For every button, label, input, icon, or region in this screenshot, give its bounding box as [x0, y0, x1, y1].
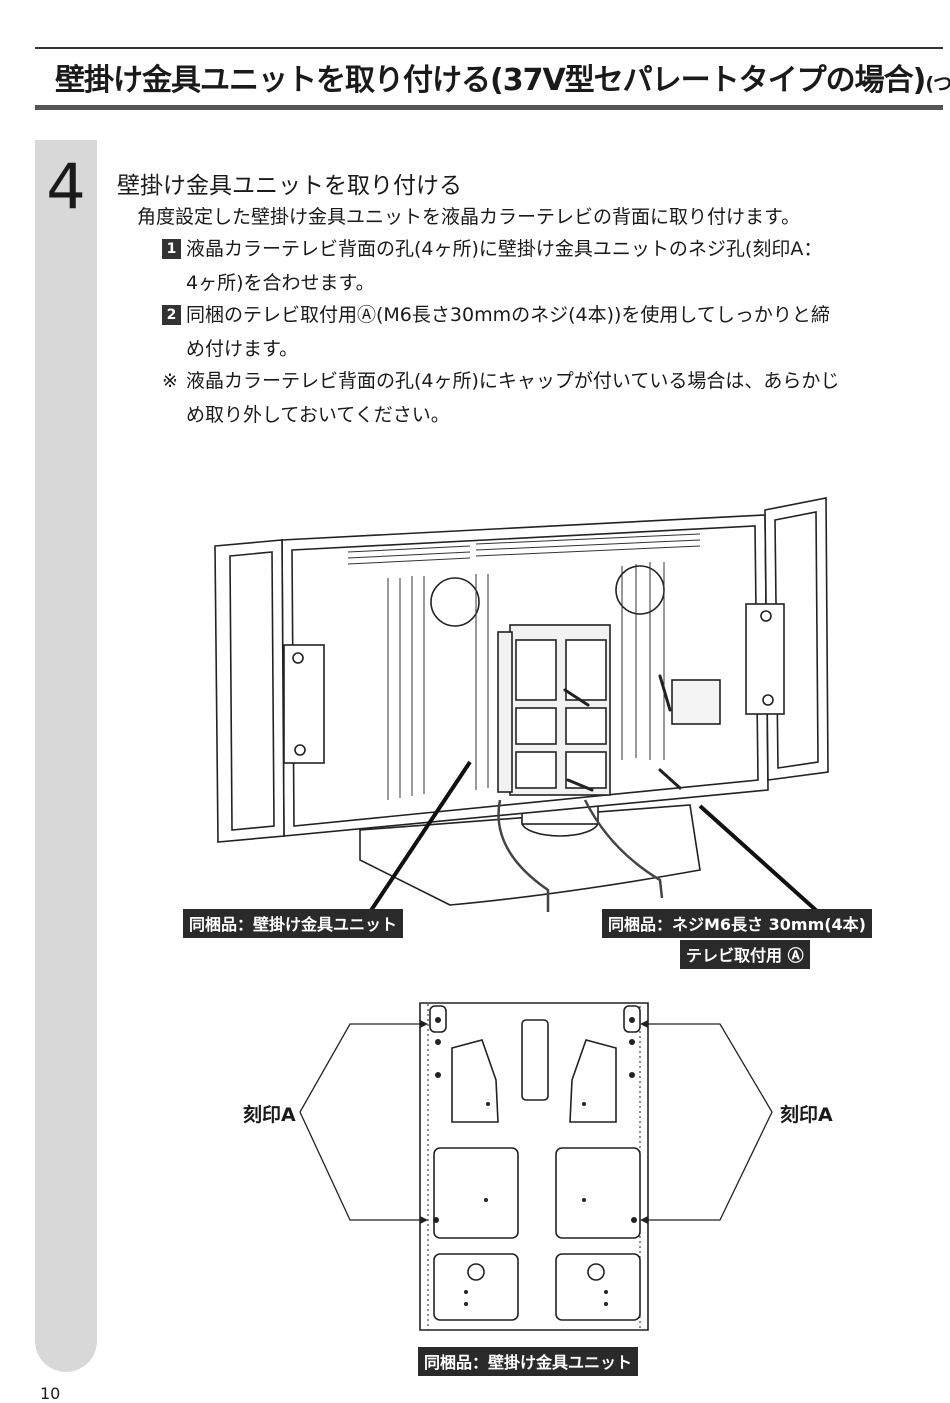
stand-base: [359, 804, 701, 906]
instruction-2-line2: め付けます。: [186, 338, 299, 360]
cutout-upper-left: [451, 1039, 499, 1123]
instruction-2-line1: 同梱のテレビ取付用Ⓐ(M6長さ30mmのネジ(4本))を使用してしっかりと締: [186, 304, 830, 326]
note-line2: め取り外しておいてください。: [186, 404, 450, 426]
title-bar: 壁掛け金具ユニットを取り付ける(37V型セパレートタイプの場合)(つづき): [35, 47, 950, 110]
leader-unit: [368, 760, 472, 914]
screw-1: [563, 688, 590, 707]
page-number: 10: [40, 1384, 61, 1403]
stamp-label-left: 刻印A: [243, 1104, 296, 1126]
step-sidebar: 4: [35, 140, 97, 1372]
fan-left: [430, 577, 480, 627]
slot-top-center: [521, 1019, 549, 1101]
step-heading: 壁掛け金具ユニットを取り付ける: [117, 173, 462, 199]
cutout-mid-left: [433, 1147, 519, 1239]
title-continued: (つづき): [925, 73, 950, 95]
cutout-mid-right: [555, 1147, 641, 1239]
label-included-unit-bottom: 同梱品：壁掛け金具ユニット: [418, 1347, 639, 1376]
pointer-left: [299, 1023, 424, 1221]
note-item: ※ 液晶カラーテレビ背面の孔(4ヶ所)にキャップが付いている場合は、あらかじ め取…: [162, 364, 944, 432]
pointer-right: [644, 1023, 773, 1221]
cutout-low-right: [555, 1253, 641, 1321]
cutout-low-left: [433, 1253, 519, 1321]
instruction-1-line2: 4ヶ所)を合わせます。: [186, 272, 375, 294]
leader-screw: [698, 804, 820, 914]
cable-left: [497, 799, 550, 912]
note-mark: ※: [162, 370, 178, 392]
cutout-upper-right: [569, 1039, 617, 1123]
step-intro: 角度設定した壁掛け金具ユニットを液晶カラーテレビの背面に取り付けます。: [137, 206, 801, 228]
note-line1: 液晶カラーテレビ背面の孔(4ヶ所)にキャップが付いている場合は、あらかじ: [186, 370, 840, 392]
rating-plate: [671, 679, 721, 725]
instruction-1-line1: 液晶カラーテレビ背面の孔(4ヶ所)に壁掛け金具ユニットのネジ孔(刻印A：: [186, 238, 823, 260]
label-included-unit-top: 同梱品：壁掛け金具ユニット: [183, 909, 404, 938]
page-title: 壁掛け金具ユニットを取り付ける(37V型セパレートタイプの場合)(つづき): [55, 55, 950, 99]
step-badge-1: 1: [162, 239, 181, 259]
screw-4: [658, 768, 682, 790]
step-number: 4: [46, 150, 86, 223]
page-title-text: 壁掛け金具ユニットを取り付ける(37V型セパレートタイプの場合): [55, 63, 926, 98]
cable-right: [583, 799, 664, 899]
label-included-screws: 同梱品：ネジM6長さ 30mm(4本): [602, 909, 872, 938]
stamp-label-right: 刻印A: [780, 1104, 833, 1126]
screw-3: [566, 778, 594, 792]
step-badge-2: 2: [162, 305, 181, 325]
label-screw-usage: テレビ取付用 Ⓐ: [680, 940, 810, 969]
speaker-bracket-left: [283, 644, 325, 764]
screw-2: [658, 674, 672, 712]
